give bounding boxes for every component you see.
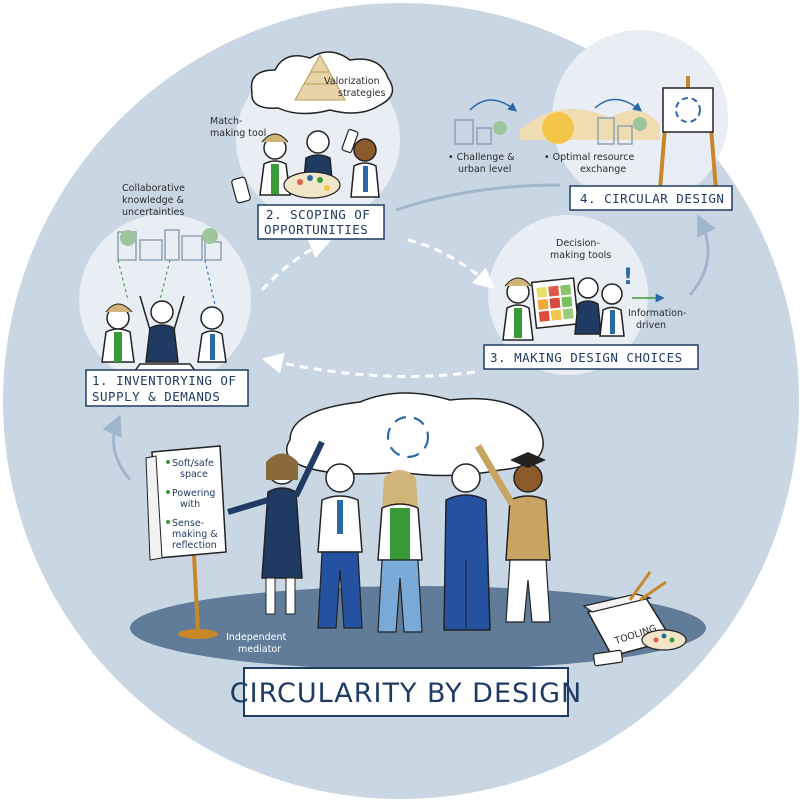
svg-text:reflection: reflection [172,540,217,551]
svg-text:driven: driven [636,320,666,331]
svg-text:Match-: Match- [210,116,242,127]
heatmap-cell [536,286,548,298]
svg-text:exchange: exchange [580,164,626,175]
svg-text:urban level: urban level [458,164,511,175]
note-matchmaking: Match- making tool [210,116,266,139]
svg-text:making tools: making tools [550,250,611,261]
heatmap-cell [550,309,562,321]
step2-line1: 2. SCOPING OF [266,207,370,222]
svg-text:space: space [180,469,208,480]
svg-text:Sense-: Sense- [172,518,204,529]
arrow-2-to-3 [407,238,495,290]
step3-label[interactable]: 3. MAKING DESIGN CHOICES [483,344,699,370]
page-title: CIRCULARITY BY DESIGN [230,678,582,709]
note-independent-mediator: Independent mediator [226,632,286,655]
arrow-2-to-4 [395,183,561,212]
heatmap-cell [538,310,550,322]
step1-label[interactable]: 1. INVENTORYING OF SUPPLY & DEMANDS [85,369,249,407]
svg-text:strategies: strategies [338,88,385,99]
step2-line2: OPPORTUNITIES [264,222,368,237]
arrow-3-to-4 [688,214,716,296]
step1-scene [101,228,227,373]
svg-text:Collaborative: Collaborative [122,183,185,194]
svg-text:!: ! [623,265,633,290]
note-collaborative: Collaborative knowledge & uncertainties [122,183,185,218]
svg-text:uncertainties: uncertainties [122,207,184,218]
svg-text:Powering: Powering [172,488,215,499]
heatmap-cell [560,284,572,296]
svg-text:Soft/safe: Soft/safe [172,458,214,469]
step1-line2: SUPPLY & DEMANDS [92,389,220,404]
step4-scene [454,76,718,191]
arrow-1-to-2 [260,238,331,292]
heatmap-cell [561,296,573,308]
svg-text:making &: making & [172,529,218,540]
note-valorization: Valorization strategies [324,76,385,99]
arrow-mediator-to-1 [102,414,132,481]
note-information: Information- driven [628,308,686,331]
note-optimal: • Optimal resource exchange [544,152,634,175]
team-scene [145,392,687,667]
heatmap-cell [562,308,574,320]
svg-text:Decision-: Decision- [556,238,600,249]
svg-text:Independent: Independent [226,632,286,643]
title-banner: CIRCULARITY BY DESIGN [230,667,582,717]
flipchart-list: Soft/safe space Powering with Sense- mak… [166,458,218,551]
heatmap-cell [548,285,560,297]
svg-text:mediator: mediator [238,644,281,655]
heatmap-cell [537,298,549,310]
heatmap-cell [549,297,561,309]
svg-text:Information-: Information- [628,308,686,319]
svg-text:• Challenge &: • Challenge & [448,152,515,163]
step3-line1: 3. MAKING DESIGN CHOICES [490,350,683,365]
step2-label[interactable]: 2. SCOPING OF OPPORTUNITIES [257,204,385,240]
heatmap-cells [536,284,574,322]
step1-line1: 1. INVENTORYING OF [92,373,236,388]
arrow-3-to-1 [261,352,476,378]
svg-text:making tool: making tool [210,128,266,139]
svg-text:• Optimal resource: • Optimal resource [544,152,634,163]
step4-line1: 4. CIRCULAR DESIGN [580,191,724,206]
step4-label[interactable]: 4. CIRCULAR DESIGN [569,185,733,211]
step3-scene: ! [502,265,665,341]
svg-text:Valorization: Valorization [324,76,380,87]
svg-text:knowledge &: knowledge & [122,195,185,206]
note-decision: Decision- making tools [550,238,611,261]
note-challenge: • Challenge & urban level [448,152,515,175]
step2-scene [231,51,394,204]
svg-text:with: with [180,499,200,510]
